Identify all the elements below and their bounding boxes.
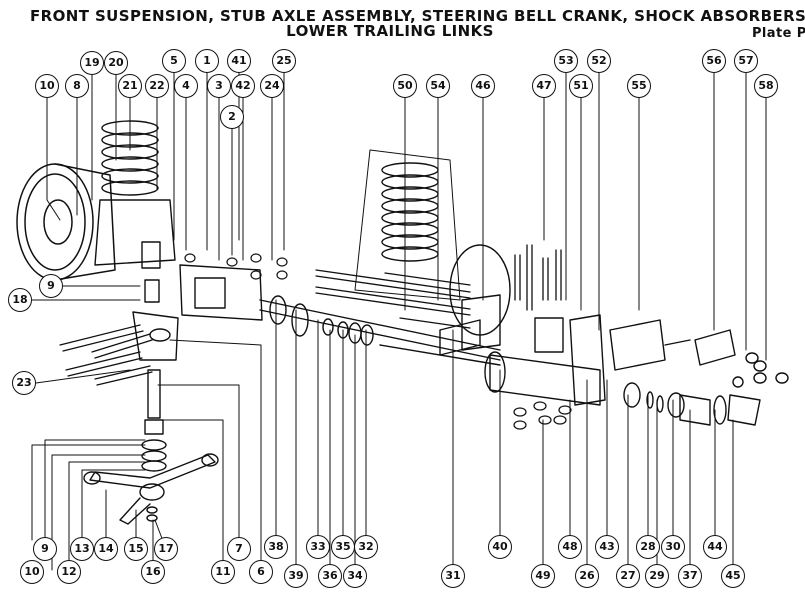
callout-48: 48	[558, 535, 582, 559]
callout-45: 45	[721, 564, 745, 588]
callout-38: 38	[264, 535, 288, 559]
callout-10: 10	[20, 560, 44, 584]
callout-11: 11	[211, 560, 235, 584]
callout-9: 9	[33, 537, 57, 561]
callout-53: 53	[554, 49, 578, 73]
right-bracket	[694, 329, 789, 388]
callout-33: 33	[306, 535, 330, 559]
callout-52: 52	[587, 49, 611, 73]
callout-2: 2	[220, 105, 244, 129]
callout-55: 55	[627, 74, 651, 98]
callout-39: 39	[284, 564, 308, 588]
callout-56: 56	[702, 49, 726, 73]
callout-50: 50	[393, 74, 417, 98]
bolts	[59, 324, 153, 386]
callout-9: 9	[39, 274, 63, 298]
callout-32: 32	[354, 535, 378, 559]
callout-51: 51	[569, 74, 593, 98]
callout-10: 10	[35, 74, 59, 98]
callout-41: 41	[227, 49, 251, 73]
bell-crank-bracket	[439, 294, 564, 356]
callout-43: 43	[595, 535, 619, 559]
callout-21: 21	[118, 74, 142, 98]
callout-29: 29	[645, 564, 669, 588]
callout-18: 18	[8, 288, 32, 312]
brake-drum	[16, 163, 116, 281]
callout-26: 26	[575, 564, 599, 588]
callout-27: 27	[616, 564, 640, 588]
callout-12: 12	[57, 560, 81, 584]
callout-25: 25	[272, 49, 296, 73]
callout-14: 14	[94, 537, 118, 561]
callout-8: 8	[65, 74, 89, 98]
callout-13: 13	[70, 537, 94, 561]
plate-label: Plate P	[752, 26, 805, 41]
diagram-title-line2: LOWER TRAILING LINKS	[286, 22, 494, 40]
callout-6: 6	[249, 560, 273, 584]
callout-7: 7	[227, 537, 251, 561]
callout-46: 46	[471, 74, 495, 98]
callout-19: 19	[80, 51, 104, 75]
callout-24: 24	[260, 74, 284, 98]
callout-28: 28	[636, 535, 660, 559]
callout-57: 57	[734, 49, 758, 73]
shock-absorber	[484, 314, 761, 426]
callout-34: 34	[343, 564, 367, 588]
callout-22: 22	[145, 74, 169, 98]
callout-16: 16	[141, 560, 165, 584]
leader-lines	[30, 71, 767, 573]
callout-49: 49	[531, 564, 555, 588]
callout-37: 37	[678, 564, 702, 588]
callout-3: 3	[207, 74, 231, 98]
callout-54: 54	[426, 74, 450, 98]
callout-42: 42	[231, 74, 255, 98]
callout-58: 58	[754, 74, 778, 98]
long-bolts	[315, 269, 471, 329]
callout-47: 47	[532, 74, 556, 98]
callout-1: 1	[195, 49, 219, 73]
callout-15: 15	[124, 537, 148, 561]
callout-44: 44	[703, 535, 727, 559]
callout-23: 23	[12, 371, 36, 395]
nuts	[184, 253, 572, 430]
callout-17: 17	[154, 537, 178, 561]
callout-31: 31	[441, 564, 465, 588]
vertical-bolts	[514, 244, 562, 311]
callout-35: 35	[331, 535, 355, 559]
callout-30: 30	[661, 535, 685, 559]
callout-36: 36	[318, 564, 342, 588]
callout-4: 4	[174, 74, 198, 98]
callout-5: 5	[162, 49, 186, 73]
callout-40: 40	[488, 535, 512, 559]
coil-spring-left	[94, 120, 176, 266]
diagram-title-line1: FRONT SUSPENSION, STUB AXLE ASSEMBLY, ST…	[30, 7, 805, 25]
lower-trailing-link	[83, 369, 219, 525]
callout-20: 20	[104, 51, 128, 75]
